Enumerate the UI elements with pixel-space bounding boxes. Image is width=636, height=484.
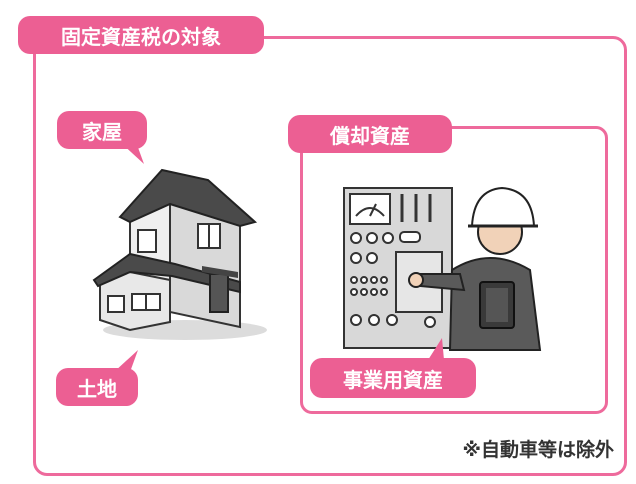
outer-frame <box>33 36 627 476</box>
land-label: 土地 <box>56 368 138 406</box>
title-label: 固定資産税の対象 <box>18 16 264 54</box>
depreciable-assets-label: 償却資産 <box>288 115 452 153</box>
business-assets-label: 事業用資産 <box>310 358 476 398</box>
worker-control-panel-illustration <box>343 186 542 351</box>
house-illustration <box>92 168 267 340</box>
land-label-pointer <box>114 350 138 372</box>
business-assets-label-pointer <box>428 338 444 360</box>
house-label: 家屋 <box>57 111 147 149</box>
vehicle-exclusion-note: ※自動車等は除外 <box>462 439 614 461</box>
depreciable-assets-frame <box>300 126 608 414</box>
